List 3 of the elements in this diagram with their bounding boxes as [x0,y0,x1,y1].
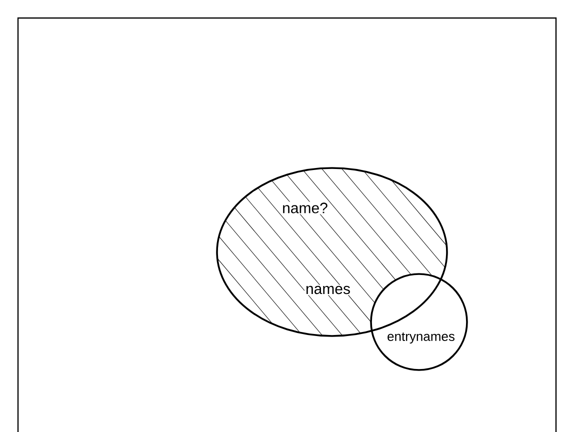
set-label: name? [281,202,329,214]
set-label: entrynames [386,331,456,345]
region-label: names [304,284,352,296]
